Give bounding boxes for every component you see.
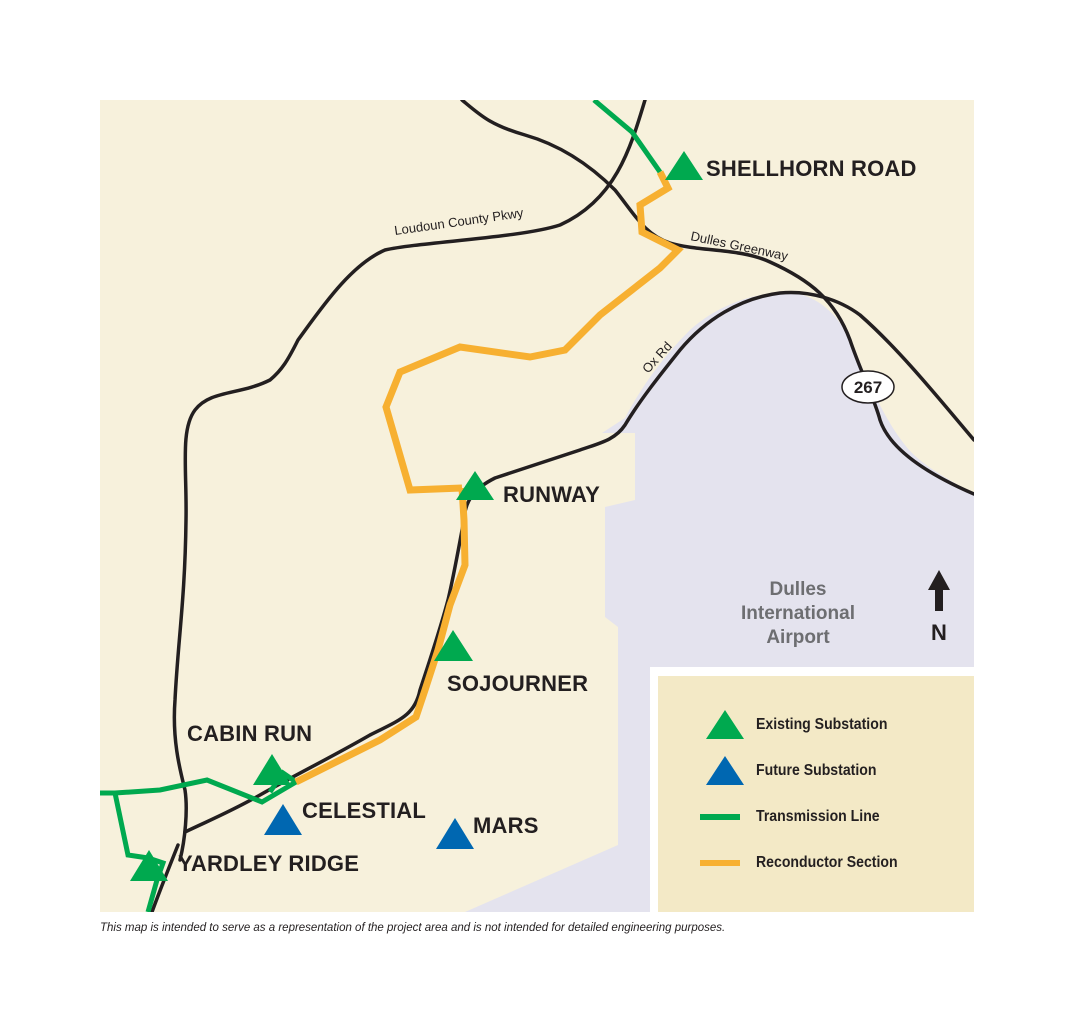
future-substation-icon	[264, 804, 302, 835]
legend-item-future-substation: Future Substation	[658, 756, 893, 786]
existing-substation-icon	[706, 710, 744, 739]
existing-substation-icon	[253, 754, 291, 785]
substation-runway[interactable]: RUNWAY	[456, 471, 600, 507]
legend-item-reconductor-section: Reconductor Section	[658, 848, 917, 878]
substation-label: CELESTIAL	[302, 798, 426, 823]
substation-label: MARS	[473, 813, 539, 838]
future-substation-icon	[436, 818, 474, 849]
legend-label: Existing Substation	[756, 716, 888, 733]
substation-sojourner[interactable]: SOJOURNER	[434, 630, 588, 696]
north-arrow: N	[928, 570, 950, 645]
substation-label: SOJOURNER	[447, 671, 588, 696]
existing-substation-icon	[665, 151, 703, 180]
substation-mars[interactable]: MARS	[436, 813, 539, 849]
transmission-line-yardley	[112, 792, 167, 912]
svg-text:267: 267	[854, 378, 882, 397]
reconductor-section-south	[294, 487, 469, 786]
reconductor-section-north	[382, 170, 684, 494]
svg-text:International: International	[741, 603, 855, 624]
north-arrow-icon	[928, 570, 950, 611]
transmission-line-north	[592, 100, 663, 174]
svg-text:Dulles: Dulles	[769, 579, 826, 600]
transmission-line-icon	[700, 814, 740, 820]
disclaimer: This map is intended to serve as a repre…	[100, 922, 726, 934]
legend-label: Transmission Line	[756, 808, 880, 825]
route-267-shield: 267	[841, 370, 895, 404]
substation-label: SHELLHORN ROAD	[706, 156, 917, 181]
transmission-line-west	[100, 769, 301, 805]
legend-item-existing-substation: Existing Substation	[658, 710, 905, 740]
existing-substation-icon	[456, 471, 494, 500]
existing-substation-icon	[130, 850, 168, 881]
substation-label: RUNWAY	[503, 482, 600, 507]
legend-label: Future Substation	[756, 762, 877, 779]
legend: Existing Substation Future Substation Tr…	[658, 676, 974, 912]
legend-label: Reconductor Section	[756, 854, 898, 871]
svg-text:N: N	[931, 620, 947, 645]
road-dulles-greenway	[460, 100, 974, 496]
substation-shellhorn-road[interactable]: SHELLHORN ROAD	[665, 151, 917, 181]
airport-label: Dulles International Airport	[741, 579, 855, 648]
substation-cabin-run[interactable]: CABIN RUN	[187, 721, 312, 785]
reconductor-section-icon	[700, 860, 740, 866]
existing-substation-icon	[434, 630, 473, 661]
road-loudoun-county-pkwy	[172, 100, 647, 862]
svg-text:Airport: Airport	[766, 627, 830, 648]
future-substation-icon	[706, 756, 744, 785]
substation-yardley-ridge[interactable]: YARDLEY RIDGE	[130, 850, 359, 881]
substation-label: CABIN RUN	[187, 721, 312, 746]
road-ox-rd	[183, 290, 974, 834]
legend-item-transmission-line: Transmission Line	[658, 802, 896, 832]
substation-celestial[interactable]: CELESTIAL	[264, 798, 426, 835]
substation-label: YARDLEY RIDGE	[178, 851, 359, 876]
